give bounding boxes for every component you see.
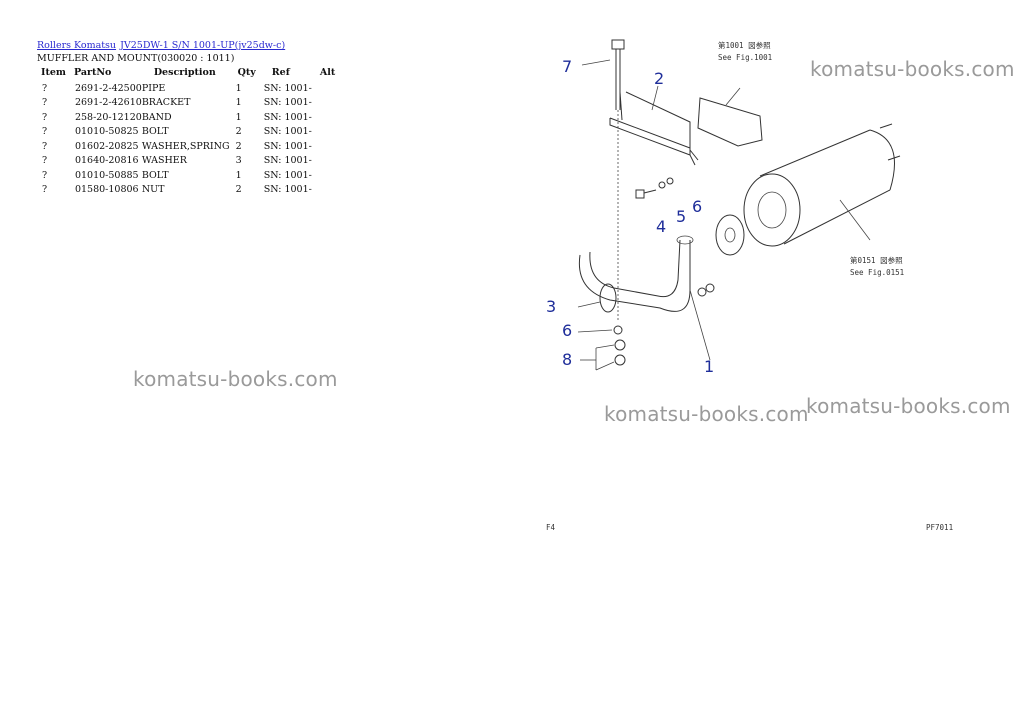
leader-lines: [577, 59, 659, 371]
cell-part-no: 258-20-12120: [74, 111, 142, 123]
callout-8: 8: [562, 350, 572, 369]
exploded-parts-diagram: 第1001 図参照 See Fig.1001 第0151 図参照 See Fig…: [546, 39, 953, 532]
cell-item: ?: [42, 97, 48, 109]
part-bracket-2: [609, 91, 699, 166]
parts-table: Item PartNo Description Qty Ref Alt ? 269…: [37, 66, 339, 197]
callout-6: 6: [692, 197, 702, 216]
table-header-row: Item PartNo Description Qty Ref Alt: [37, 66, 339, 81]
cell-alt: [316, 139, 339, 154]
cell-item: ?: [42, 82, 48, 94]
part-pipe-1: [578, 235, 711, 361]
cell-part-no: 01010-50825: [74, 126, 139, 138]
cell-description: NUT: [141, 184, 165, 196]
callout-4: 4: [656, 217, 666, 236]
cell-item: ?: [42, 111, 48, 123]
column-header-ref: Ref: [271, 67, 290, 78]
cell-ref: SN: 1001-: [263, 111, 312, 123]
column-header-item: Item: [41, 67, 66, 78]
callout-5: 5: [676, 207, 686, 226]
cell-part-no: 2691-2-42500: [74, 82, 142, 94]
cell-description: BOLT: [141, 126, 169, 138]
cell-qty: 2: [235, 126, 242, 138]
watermark: komatsu-books.com: [806, 394, 1011, 418]
note-see-fig-0151-jp: 第0151 図参照: [850, 255, 903, 265]
section-title: MUFFLER AND MOUNT(030020 : 1011): [37, 53, 235, 64]
watermark: komatsu-books.com: [604, 402, 809, 426]
column-header-description: Description: [153, 67, 216, 78]
cell-item: ?: [42, 140, 48, 152]
cell-description: WASHER,SPRING: [141, 140, 230, 152]
column-header-alt: Alt: [319, 67, 336, 78]
cell-ref: SN: 1001-: [263, 82, 312, 94]
cell-item: ?: [42, 126, 48, 138]
cell-description: BRACKET: [141, 97, 191, 109]
cell-qty: 1: [235, 82, 242, 94]
cell-qty: 1: [235, 97, 242, 109]
cell-qty: 1: [235, 169, 242, 181]
column-header-qty: Qty: [237, 67, 256, 78]
part-muffler: [743, 123, 901, 247]
breadcrumb-link-rollers[interactable]: Rollers Komatsu: [37, 40, 117, 51]
part-band-3: [599, 283, 617, 313]
watermark: komatsu-books.com: [810, 57, 1015, 81]
cell-alt: [316, 96, 339, 111]
breadcrumb-link-model[interactable]: JV25DW-1 S/N 1001-UP(jv25dw-c): [120, 40, 286, 51]
callout-6-lower: 6: [562, 321, 572, 340]
watermark: komatsu-books.com: [133, 367, 338, 391]
callout-2: 2: [654, 69, 664, 88]
cell-ref: SN: 1001-: [263, 155, 312, 167]
cell-part-no: 01602-20825: [74, 140, 139, 152]
note-see-fig-1001-jp: 第1001 図参照: [718, 40, 771, 50]
cell-qty: 2: [235, 184, 242, 196]
callout-7: 7: [562, 57, 572, 76]
cell-ref: SN: 1001-: [263, 140, 312, 152]
cell-ref: SN: 1001-: [263, 184, 312, 196]
part-bracket-reference: [697, 87, 763, 147]
part-bolt-washers: [635, 177, 674, 199]
footer-left-code: F4: [546, 523, 556, 532]
cell-qty: 3: [235, 155, 242, 167]
cell-description: BOLT: [141, 169, 169, 181]
cell-qty: 1: [235, 111, 242, 123]
cell-ref: SN: 1001-: [263, 97, 312, 109]
footer-right-code: PF7011: [926, 523, 953, 532]
callout-3: 3: [546, 297, 556, 316]
part-flange-gasket: [715, 214, 745, 256]
cell-part-no: 01010-50885: [74, 169, 139, 181]
column-header-partno: PartNo: [73, 67, 112, 78]
cell-alt: [316, 125, 339, 140]
cell-part-no: 2691-2-42610: [74, 97, 142, 109]
cell-ref: SN: 1001-: [263, 126, 312, 138]
cell-item: ?: [42, 169, 48, 181]
cell-alt: [316, 110, 339, 125]
cell-item: ?: [42, 184, 48, 196]
cell-alt: [316, 183, 339, 198]
cell-alt: [316, 81, 339, 96]
note-see-fig-1001: See Fig.1001: [718, 53, 772, 62]
part-nuts: [613, 283, 715, 366]
note-see-fig-0151: See Fig.0151: [850, 268, 904, 277]
cell-description: WASHER: [141, 155, 187, 167]
cell-part-no: 01640-20816: [74, 155, 139, 167]
cell-alt: [316, 168, 339, 183]
callout-1: 1: [704, 357, 714, 376]
cell-description: PIPE: [141, 82, 166, 94]
cell-qty: 2: [235, 140, 242, 152]
cell-ref: SN: 1001-: [263, 169, 312, 181]
cell-item: ?: [42, 155, 48, 167]
cell-alt: [316, 154, 339, 169]
cell-description: BAND: [141, 111, 172, 123]
cell-part-no: 01580-10806: [74, 184, 139, 196]
part-bolt-7: [611, 39, 625, 320]
